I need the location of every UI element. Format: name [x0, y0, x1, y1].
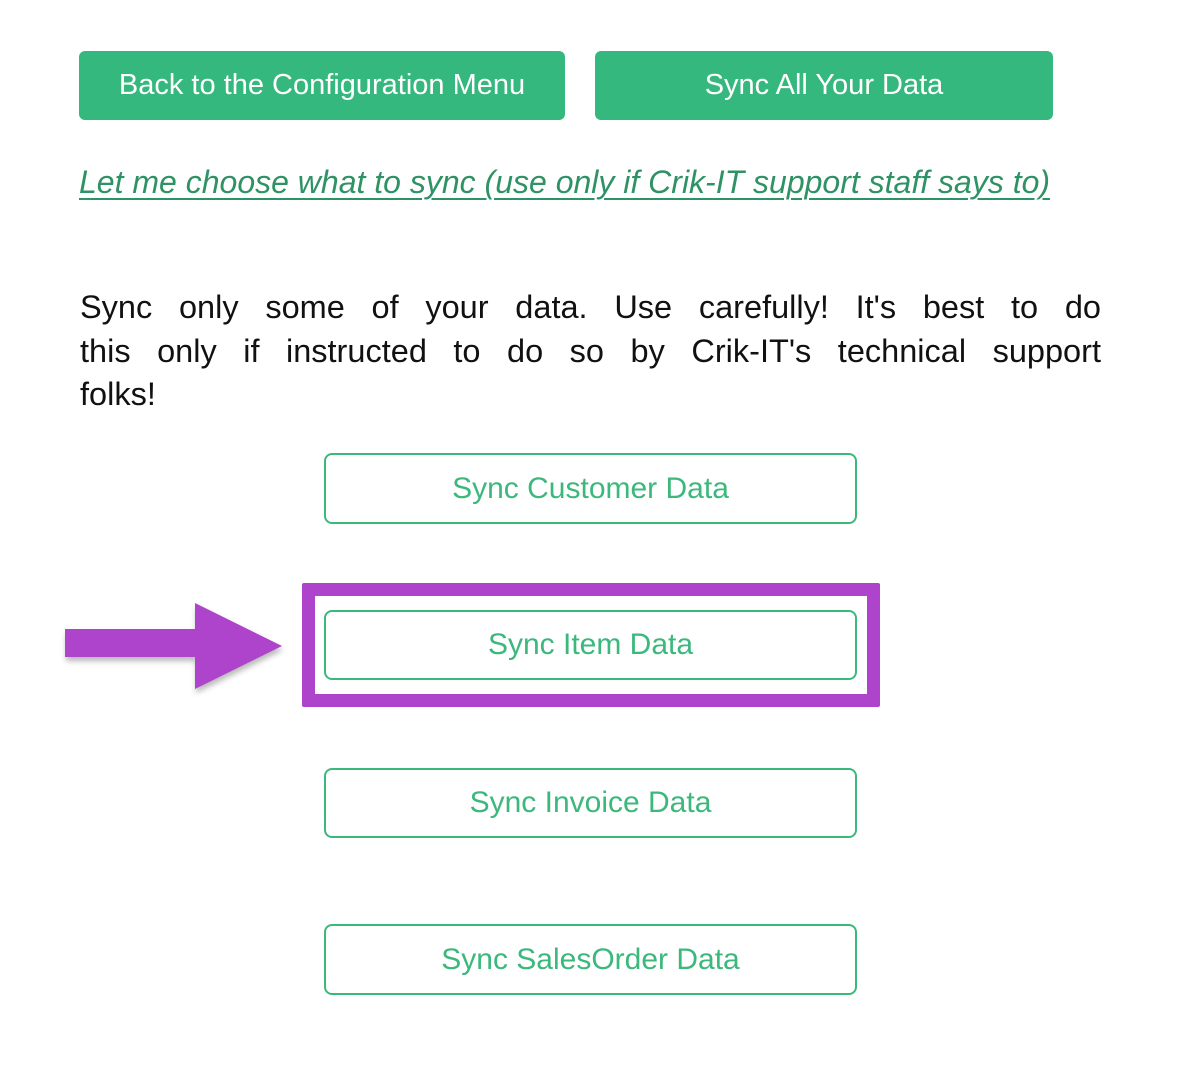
sync-invoice-data-button[interactable]: Sync Invoice Data — [324, 768, 857, 838]
back-to-configuration-menu-button[interactable]: Back to the Configuration Menu — [79, 51, 565, 120]
sync-item-data-button[interactable]: Sync Item Data — [324, 610, 857, 680]
intro-line: Sync only some of your data. Use careful… — [80, 289, 1101, 325]
sync-salesorder-data-button[interactable]: Sync SalesOrder Data — [324, 924, 857, 995]
sync-customer-data-button[interactable]: Sync Customer Data — [324, 453, 857, 524]
intro-paragraph: Sync only some of your data. Use careful… — [80, 286, 1101, 417]
intro-line: this only if instructed to do so by Crik… — [80, 332, 1101, 369]
choose-what-to-sync-link[interactable]: Let me choose what to sync (use only if … — [79, 164, 1051, 200]
annotation-arrow-icon — [55, 585, 300, 710]
sync-all-your-data-button[interactable]: Sync All Your Data — [595, 51, 1053, 120]
intro-line: folks! — [80, 376, 156, 412]
